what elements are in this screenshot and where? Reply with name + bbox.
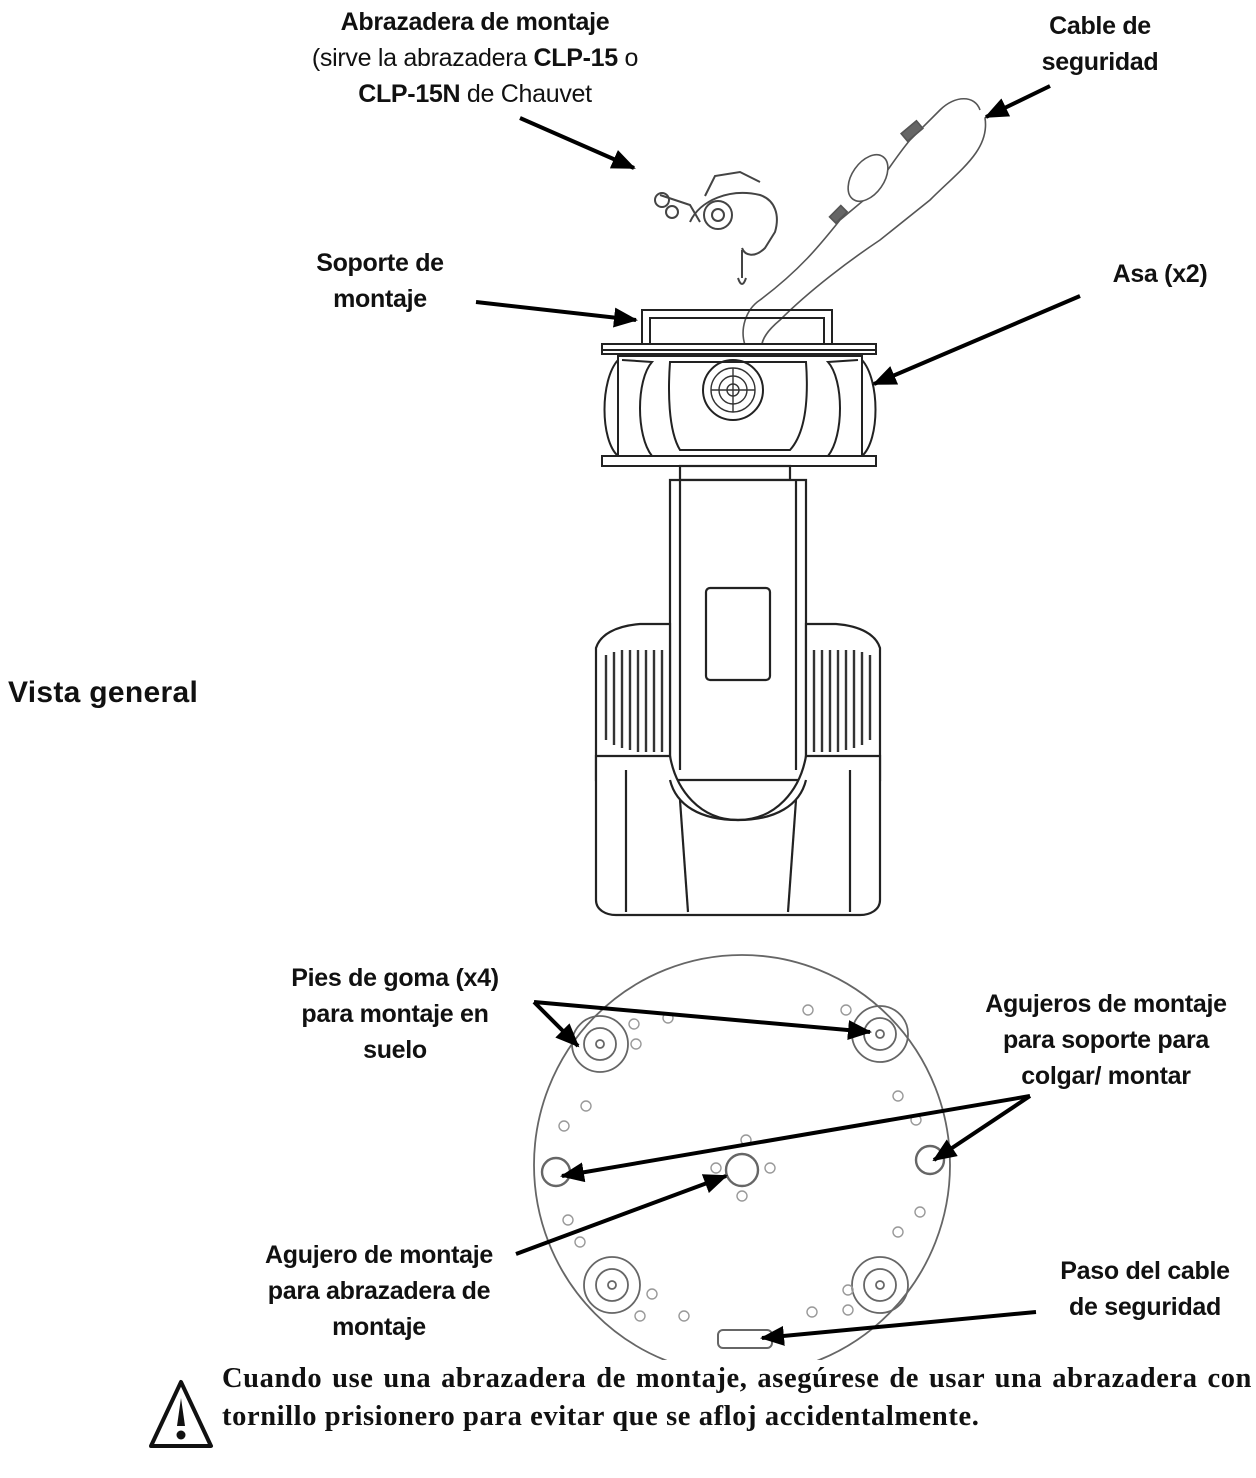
arrow-to-cable-pass xyxy=(760,1310,1037,1346)
arrow-to-clamp xyxy=(519,116,636,170)
arrow-to-bracket xyxy=(475,300,638,328)
mounting-bracket-illustration xyxy=(601,309,877,355)
label-handle: Asa (x2) xyxy=(1112,260,1208,288)
fixture-diagram xyxy=(475,84,1081,1360)
arrow-to-hole-right xyxy=(932,1094,1032,1162)
pointer-arrows xyxy=(475,84,1081,1346)
rubber-foot xyxy=(851,1256,909,1314)
warning-triangle-icon xyxy=(149,1380,213,1448)
label-clamp-hole: Agujero de montaje para abrazadera de mo… xyxy=(265,1241,493,1341)
arrow-to-handle xyxy=(872,294,1081,386)
label-rubber-feet: Pies de goma (x4) para montaje en suelo xyxy=(291,964,499,1064)
label-safety-cable: Cable de seguridad xyxy=(1041,12,1159,76)
label-mounting-clamp: Abrazadera de montaje (sirve la abrazade… xyxy=(290,4,660,112)
base-illustration xyxy=(594,622,882,917)
label-mounting-bracket: Soporte de montaje xyxy=(316,249,444,313)
yoke-arm-illustration xyxy=(668,464,808,782)
warning-text: Cuando use una abrazadera de montaje, as… xyxy=(222,1363,1252,1432)
arrow-to-clamp-hole xyxy=(515,1174,728,1256)
arrow-to-safety-cable xyxy=(984,84,1051,119)
bottom-view-illustration xyxy=(533,954,951,1360)
clamp-hole xyxy=(724,1152,760,1188)
arrow-to-hole-left xyxy=(560,1094,1031,1183)
arrow-to-foot-right xyxy=(533,1000,872,1041)
mounting-clamp-illustration xyxy=(654,170,778,285)
rubber-foot xyxy=(583,1256,641,1314)
yoke-top-illustration xyxy=(601,355,877,467)
label-mounting-holes: Agujeros de montaje para soporte para co… xyxy=(985,990,1227,1090)
label-mounting-clamp-line1: Abrazadera de montaje xyxy=(340,8,610,36)
label-cable-pass: Paso del cable de seguridad xyxy=(1060,1257,1230,1321)
arrow-to-foot-left xyxy=(532,1000,580,1048)
safety-cable-illustration xyxy=(742,97,987,351)
page-title: Vista general xyxy=(8,676,199,709)
